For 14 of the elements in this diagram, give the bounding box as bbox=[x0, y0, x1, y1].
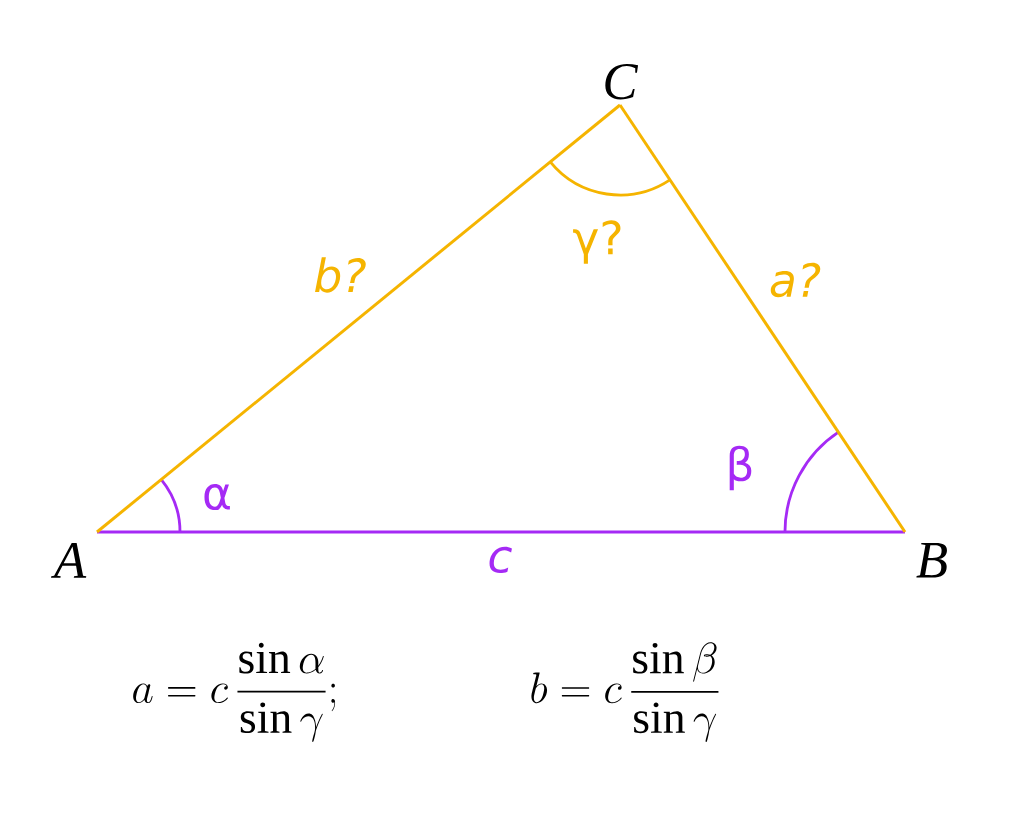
vertex-label: A bbox=[51, 542, 87, 578]
side-line bbox=[618, 104, 907, 533]
angle-label: α bbox=[204, 483, 230, 511]
side-label: a? bbox=[767, 260, 823, 300]
formula: $b=c\,\dfrac{\sin\beta}{\sin\gamma}$ bbox=[531, 642, 719, 743]
angle-label: β bbox=[729, 445, 752, 491]
side-label: c bbox=[485, 545, 515, 575]
angle-label: γ? bbox=[573, 220, 621, 264]
side-label: b? bbox=[311, 255, 369, 295]
formula: $a=c\,\dfrac{\sin\alpha}{\sin\gamma};$ bbox=[133, 642, 336, 742]
side-line bbox=[96, 103, 621, 534]
vertex-label: C bbox=[605, 63, 639, 100]
side-line bbox=[97, 530, 905, 534]
vertex-label: B bbox=[916, 542, 947, 578]
